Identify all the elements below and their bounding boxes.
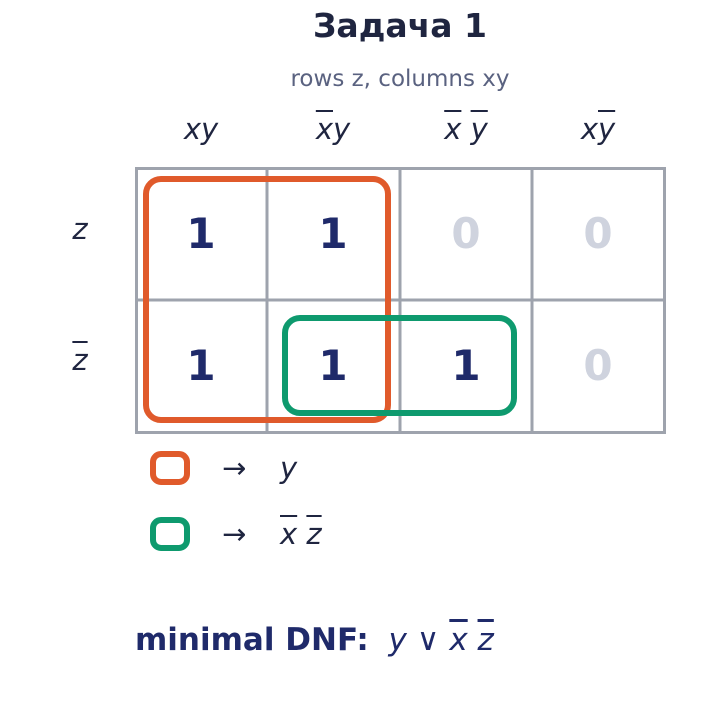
- group-outline-y: [143, 176, 391, 423]
- row-header-2: z: [50, 343, 110, 377]
- column-header-1-var2: y: [201, 112, 219, 146]
- legend-arrow-2: →: [222, 517, 247, 551]
- legend-swatch-green: [150, 517, 190, 551]
- legend-arrow-1: →: [222, 451, 247, 485]
- column-header-3-var1: x: [444, 112, 462, 146]
- column-header-2-var2: y: [333, 112, 351, 146]
- column-header-3-var2: y: [470, 112, 488, 146]
- legend-term-2-var2: z: [306, 517, 322, 551]
- column-header-2-var1: x: [315, 112, 333, 146]
- legend-term-1-var: y: [280, 451, 298, 485]
- page-title: Задача 1: [312, 6, 487, 45]
- row-header-1: z: [50, 212, 110, 246]
- row-header-1-var: z: [72, 212, 88, 246]
- map-subtitle: rows z, columns xy: [290, 66, 510, 92]
- cell-r2-c1: 1: [186, 340, 216, 390]
- column-header-1: xy: [135, 112, 267, 146]
- column-header-4-var2: y: [598, 112, 616, 146]
- cell-r1-c3: 0: [451, 208, 481, 258]
- minimal-dnf: minimal DNF: y ∨ x z: [135, 622, 494, 658]
- cell-r1-c2: 1: [318, 208, 348, 258]
- cell-r1-c4: 0: [583, 208, 613, 258]
- column-header-1-var1: x: [183, 112, 201, 146]
- dnf-term-2-var1: x: [449, 622, 468, 658]
- column-header-4: xy: [532, 112, 664, 146]
- legend-term-1: y: [280, 451, 297, 485]
- row-header-2-var: z: [72, 343, 88, 377]
- cell-r1-c1: 1: [186, 208, 216, 258]
- cell-r2-c4: 0: [583, 340, 613, 390]
- column-header-2: xy: [267, 112, 399, 146]
- minimal-dnf-expression: y ∨ x z: [379, 622, 494, 658]
- legend-term-2-var1: x: [280, 517, 298, 551]
- group-outline-xbar-zbar: [282, 315, 517, 416]
- cell-r2-c3: 1: [451, 340, 481, 390]
- minimal-dnf-label: minimal DNF:: [135, 622, 369, 658]
- karnaugh-grid: [135, 167, 666, 434]
- legend-swatch-orange: [150, 451, 190, 485]
- column-header-4-var1: x: [580, 112, 598, 146]
- dnf-term-2-var2: z: [477, 622, 494, 658]
- dnf-or-symbol: ∨: [416, 622, 440, 658]
- column-header-3: x y: [400, 112, 532, 146]
- dnf-term-1-var: y: [388, 622, 407, 658]
- legend-term-2: x z: [280, 517, 322, 551]
- cell-r2-c2: 1: [318, 340, 348, 390]
